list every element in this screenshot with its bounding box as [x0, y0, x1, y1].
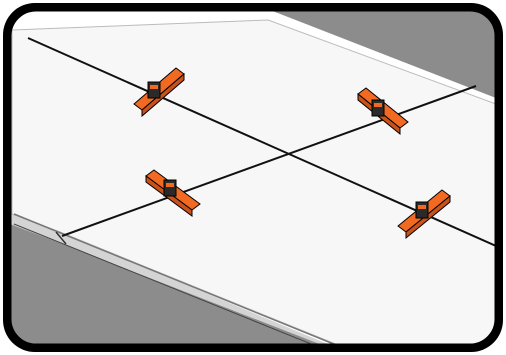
tile-leveler-wedge-icon: [397, 189, 451, 240]
tile-leveler-wedge-icon: [133, 67, 185, 118]
tile-edge-line: [13, 213, 337, 345]
tile-leveler-wedge-icon: [145, 169, 201, 217]
grout-line-2: [61, 85, 477, 237]
grout-line-left-gap: [55, 231, 67, 245]
tile-edge-line-2: [13, 223, 327, 345]
tile-leveler-wedge-icon: [357, 87, 409, 136]
frame-inner-edge: [8, 8, 498, 347]
floor-top-right: [270, 10, 496, 98]
